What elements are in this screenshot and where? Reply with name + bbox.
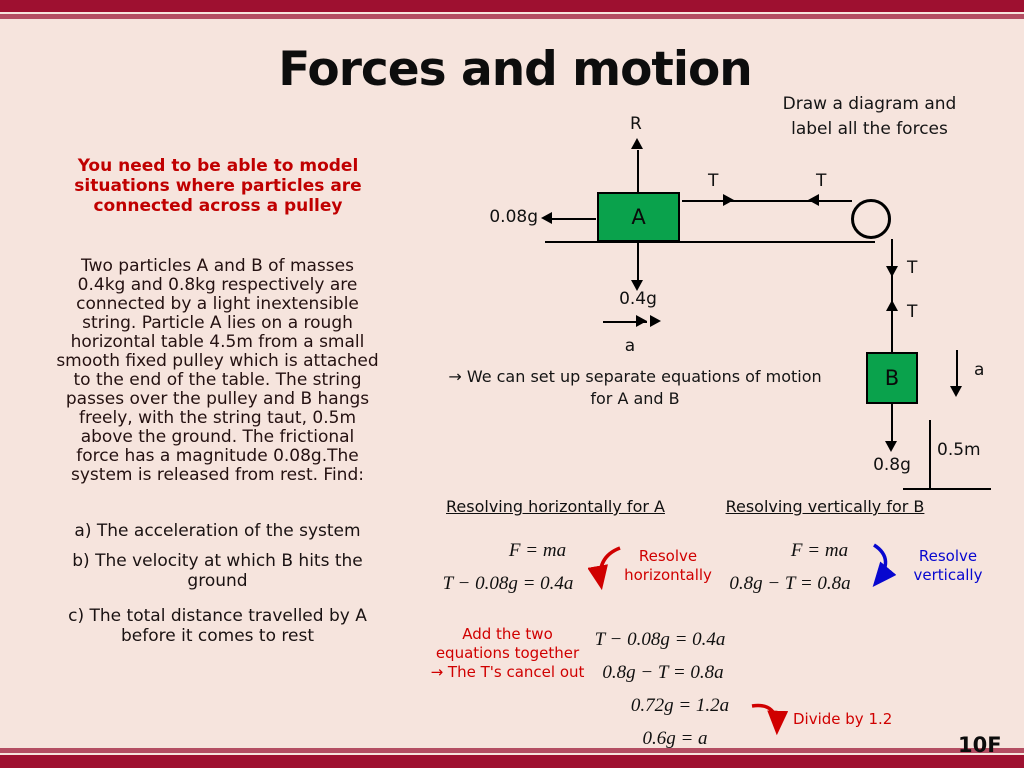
equation-b: 0.8g − T = 0.8a — [729, 573, 851, 594]
friction-line — [552, 218, 596, 220]
left-arrow-icon — [541, 212, 552, 224]
tension-label-3: T — [907, 258, 918, 278]
right-arrow-icon — [636, 315, 647, 327]
right-arrow-icon — [723, 194, 734, 206]
normal-reaction-line — [637, 150, 639, 192]
tension-label-4: T — [907, 302, 918, 322]
weight-b-line — [891, 404, 893, 442]
equation-a: T − 0.08g = 0.4a — [442, 573, 574, 594]
page-title: Forces and motion — [278, 42, 753, 97]
objective-text: You need to be able to model situations … — [74, 156, 362, 217]
resolve-horizontally-note: Resolve horizontally — [624, 547, 712, 584]
height-label: 0.5m — [937, 440, 981, 460]
sum-equation-1: T − 0.08g = 0.4a — [594, 629, 726, 650]
particle-b-label: B — [884, 366, 900, 390]
sum-equation-3: 0.72g = 1.2a — [630, 695, 730, 716]
particle-a-label: A — [631, 205, 646, 229]
particle-a-box: A — [597, 192, 680, 242]
acceleration-a-line — [603, 321, 647, 323]
newton-law-a: F = ma — [508, 540, 567, 561]
curved-arrow-icon — [751, 703, 788, 736]
top-border-stripe — [0, 14, 1024, 19]
string-horizontal-line — [682, 200, 852, 202]
bottom-border-band — [0, 755, 1024, 768]
top-border-band — [0, 0, 1024, 12]
particle-b-box: B — [866, 352, 918, 404]
curved-arrow-icon — [588, 546, 621, 591]
up-arrow-icon — [886, 300, 898, 311]
weight-b-label: 0.8g — [873, 455, 911, 475]
tension-label-2: T — [816, 171, 827, 191]
acceleration-b-line — [956, 350, 958, 387]
right-arrow-icon — [650, 315, 661, 327]
add-equations-note: Add the two equations together → The T's… — [430, 625, 585, 681]
part-c-text: c) The total distance travelled by A bef… — [68, 606, 367, 647]
problem-text: Two particles A and B of masses 0.4kg an… — [56, 256, 379, 486]
sum-equation-4: 0.6g = a — [642, 728, 708, 749]
newton-law-b: F = ma — [790, 540, 849, 561]
normal-reaction-label: R — [630, 114, 642, 134]
table-line — [545, 241, 875, 243]
bottom-border-stripe — [0, 748, 1024, 753]
left-arrow-icon — [808, 194, 819, 206]
height-measure-line — [929, 420, 931, 489]
acceleration-a-label: a — [624, 336, 636, 356]
part-a-text: a) The acceleration of the system — [74, 521, 361, 541]
heading-resolve-b: Resolving vertically for B — [725, 497, 925, 516]
weight-a-label: 0.4g — [619, 289, 657, 309]
divide-note: Divide by 1.2 — [793, 710, 893, 728]
slide-reference: 10F — [958, 733, 1002, 757]
down-arrow-icon — [631, 280, 643, 291]
diagram-caption: → We can set up separate equations of mo… — [448, 367, 822, 408]
down-arrow-icon — [886, 266, 898, 277]
pulley-circle — [851, 199, 891, 239]
part-b-text: b) The velocity at which B hits the grou… — [72, 551, 363, 592]
weight-a-line — [637, 242, 639, 282]
acceleration-b-label: a — [974, 360, 985, 380]
tension-label-1: T — [708, 171, 719, 191]
ground-line — [903, 488, 991, 490]
down-arrow-icon — [885, 441, 897, 452]
curved-arrow-icon — [872, 543, 897, 588]
friction-label: 0.08g — [489, 207, 538, 227]
heading-resolve-a: Resolving horizontally for A — [446, 497, 665, 516]
sum-equation-2: 0.8g − T = 0.8a — [602, 662, 724, 683]
resolve-vertically-note: Resolve vertically — [913, 547, 983, 584]
string-vertical-line — [891, 239, 893, 352]
up-arrow-icon — [631, 138, 643, 149]
down-arrow-icon — [950, 386, 962, 397]
draw-diagram-note: Draw a diagram and label all the forces — [782, 94, 957, 139]
